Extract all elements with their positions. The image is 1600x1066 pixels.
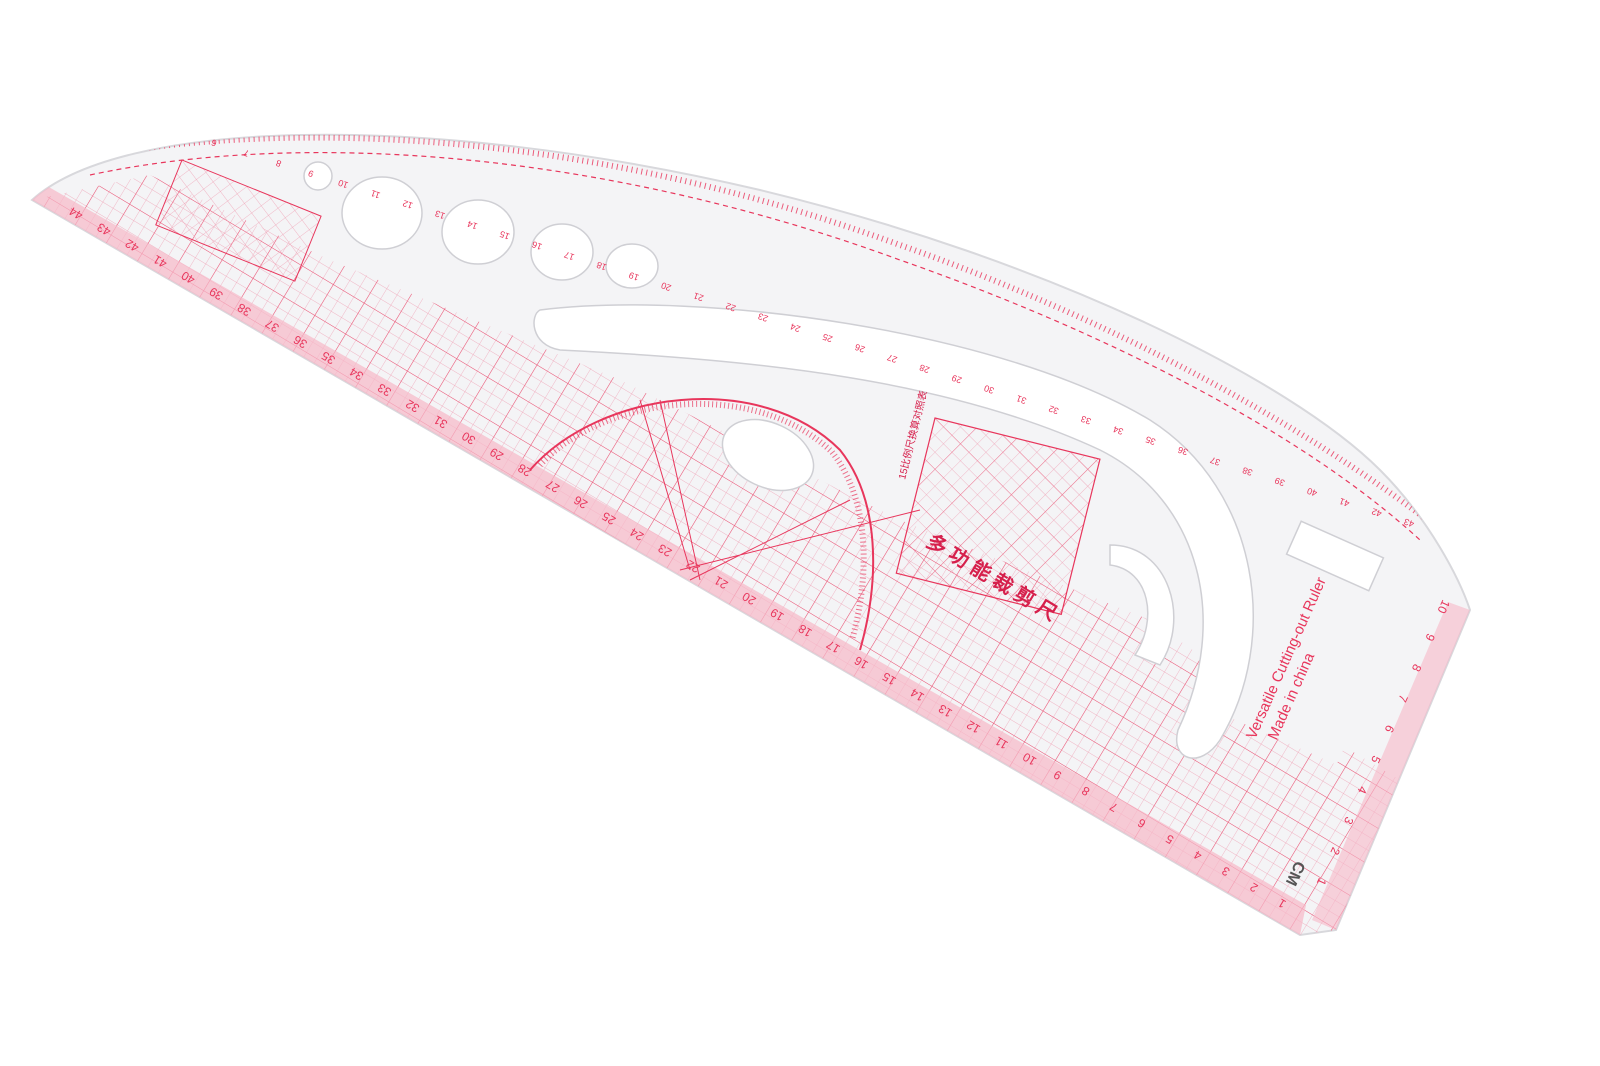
scale-number: 20: [739, 589, 758, 608]
scale-number: 20: [660, 280, 673, 293]
scale-number: 31: [1015, 393, 1028, 406]
scale-number: 17: [563, 249, 576, 262]
scale-number: 8: [275, 158, 283, 169]
scale-number: 44: [66, 204, 85, 223]
protractor-lines: [639, 399, 921, 581]
right-edge-band: [1312, 602, 1470, 930]
scale-number: 13: [434, 208, 447, 221]
scale-number: 36: [1176, 445, 1189, 458]
label-area: [1217, 547, 1410, 765]
scale-number: 11: [369, 188, 381, 201]
scale-number: 19: [768, 605, 787, 624]
scale-number: 10: [1020, 749, 1039, 768]
scale-number: 23: [757, 311, 770, 324]
scale-number: 40: [1306, 486, 1319, 499]
scale-number: 32: [403, 396, 422, 415]
scale-number: 28: [515, 461, 534, 480]
scale-number: 10: [1434, 598, 1452, 616]
top-dashed-line: [89, 152, 1421, 541]
grid-band-major: [32, 175, 1400, 935]
scale-number: 13: [936, 701, 955, 720]
scale-number: 10: [337, 178, 350, 191]
hole-large-2: [441, 199, 515, 265]
armhole-cutout: [533, 304, 1254, 759]
hole-oval: [721, 418, 815, 492]
hole-medium: [530, 223, 594, 281]
scale-number: 38: [235, 300, 254, 319]
scale-number: 21: [711, 573, 730, 592]
scale-number: 30: [983, 383, 996, 396]
scale-number: 22: [683, 557, 702, 576]
scale-number: 21: [692, 291, 705, 304]
slot-cutout: [1285, 520, 1385, 592]
scale-number: 16: [531, 239, 544, 252]
scale-number: 27: [886, 352, 899, 365]
arc-cutout: [1109, 544, 1175, 666]
scale-number: 14: [908, 685, 927, 704]
scale-number: 31: [431, 412, 450, 431]
scale-number: 34: [347, 364, 366, 383]
scale-number: 35: [1144, 434, 1157, 447]
protractor-arc: [529, 398, 875, 651]
scale-number: 22: [724, 301, 737, 314]
bottom-edge-band: [32, 182, 1306, 935]
scale-number: 32: [1047, 403, 1060, 416]
scale-number: 12: [964, 717, 983, 736]
scale-number: 41: [1338, 496, 1351, 509]
scale-number: 24: [627, 525, 646, 544]
scale-number: 7: [242, 148, 250, 159]
ruler: Versatile Cutting-out Ruler Made in chin…: [30, 133, 1472, 937]
hole-small: [303, 161, 333, 191]
hole-small-2: [605, 243, 659, 289]
scale-number: 6: [210, 137, 218, 148]
scale-number: 18: [595, 260, 608, 273]
scale-number: 36: [291, 332, 310, 351]
scale-number: 42: [1370, 506, 1383, 519]
scale-number: 35: [319, 348, 338, 367]
scale-number: 9: [307, 168, 315, 179]
scale-number: 40: [179, 268, 198, 287]
scale-number: 26: [571, 493, 590, 512]
scale-number: 17: [824, 637, 843, 656]
hole-large-1: [341, 176, 423, 250]
scale-number: 24: [789, 321, 802, 334]
scale-number: 14: [466, 219, 479, 232]
scale-number: 16: [852, 653, 871, 672]
scale-number: 37: [1209, 455, 1222, 468]
top-edge-numbers: 6 7 8 9 10 11 12 13 14 15 16 17 18 19 20 21 22 23 24 25 26 27…: [210, 137, 1415, 529]
scale-number: 18: [796, 621, 815, 640]
scale-number: 19: [627, 270, 640, 283]
scale-number: 25: [821, 332, 834, 345]
scale-number: 15: [498, 229, 511, 242]
scale-number: 26: [853, 342, 866, 355]
scale-number: 34: [1112, 424, 1125, 437]
scale-number: 29: [487, 445, 506, 464]
scale-number: 15: [880, 669, 899, 688]
scale-number: 43: [1403, 516, 1416, 529]
scale-number: 29: [950, 373, 963, 386]
scale-number: 38: [1241, 465, 1254, 478]
scale-number: 39: [1273, 475, 1286, 488]
scale-number: 41: [150, 252, 169, 271]
scale-number: 42: [122, 236, 141, 255]
scale-number: 30: [459, 429, 478, 448]
scale-number: 43: [94, 220, 113, 239]
scale-number: 33: [1080, 414, 1093, 427]
scale-number: 28: [918, 362, 931, 375]
scale-number: 33: [375, 380, 394, 399]
scale-number: 39: [207, 284, 226, 303]
scale-number: 25: [599, 509, 618, 528]
seam-table: [895, 417, 1101, 616]
scale-number: 12: [401, 198, 414, 211]
bottom-edge-numbers: 1234567891011121314151617181920212223242…: [66, 204, 1288, 911]
conversion-table-small: [155, 159, 322, 282]
scale-number: 37: [263, 316, 282, 335]
scale-number: 27: [543, 477, 562, 496]
scale-number: 23: [655, 541, 674, 560]
